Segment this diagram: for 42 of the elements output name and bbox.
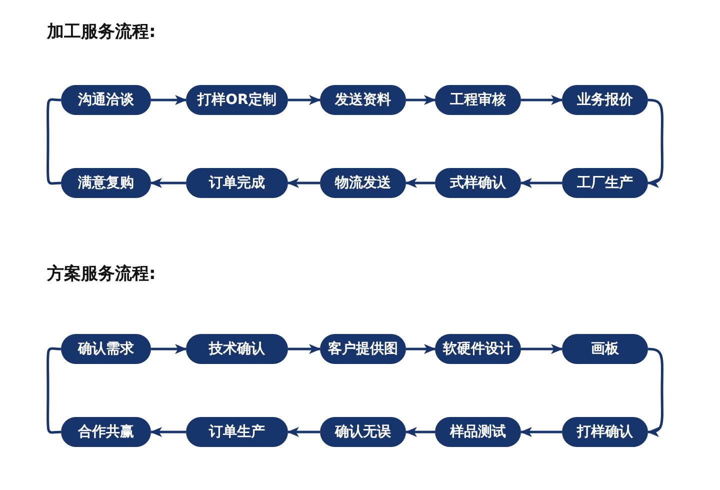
arrow — [520, 178, 562, 188]
arrow — [151, 344, 187, 354]
process-pill: 工厂生产 — [562, 168, 648, 198]
arrow — [405, 178, 435, 188]
process-pill: 工程审核 — [435, 85, 521, 115]
process-pill: 物流发送 — [320, 168, 406, 198]
section-heading: 方案服务流程: — [47, 263, 156, 285]
process-pill: 技术确认 — [186, 334, 288, 364]
arrow — [150, 427, 186, 437]
process-pill: 发送资料 — [320, 85, 406, 115]
process-pill: 画板 — [562, 334, 648, 364]
process-pill: 软硬件设计 — [435, 334, 521, 364]
section-heading: 加工服务流程: — [47, 21, 156, 43]
arrow — [288, 344, 321, 354]
process-pill: 满意复购 — [61, 168, 151, 198]
arrow — [287, 178, 320, 188]
process-pill: 沟通洽谈 — [61, 85, 151, 115]
arrow — [647, 348, 664, 436]
process-pill: 打样OR定制 — [186, 85, 288, 115]
process-pill: 确认需求 — [61, 334, 151, 364]
process-pill: 客户提供图 — [320, 334, 406, 364]
arrow — [287, 427, 320, 437]
connector-line — [46, 98, 62, 185]
process-pill: 样品测试 — [435, 417, 521, 447]
arrow — [406, 95, 436, 105]
arrow — [288, 95, 321, 105]
process-pill: 业务报价 — [562, 85, 648, 115]
process-pill: 订单完成 — [186, 168, 288, 198]
arrow — [521, 95, 563, 105]
connector-line — [46, 347, 62, 434]
arrow — [406, 344, 436, 354]
arrow — [405, 427, 435, 437]
arrow — [150, 178, 186, 188]
arrow — [520, 427, 562, 437]
process-pill: 式样确认 — [435, 168, 521, 198]
process-pill: 订单生产 — [186, 417, 288, 447]
arrow — [521, 344, 563, 354]
process-pill: 打样确认 — [562, 417, 648, 447]
process-pill: 合作共赢 — [61, 417, 151, 447]
arrow — [647, 98, 664, 188]
process-pill: 确认无误 — [320, 417, 406, 447]
arrow — [151, 95, 187, 105]
